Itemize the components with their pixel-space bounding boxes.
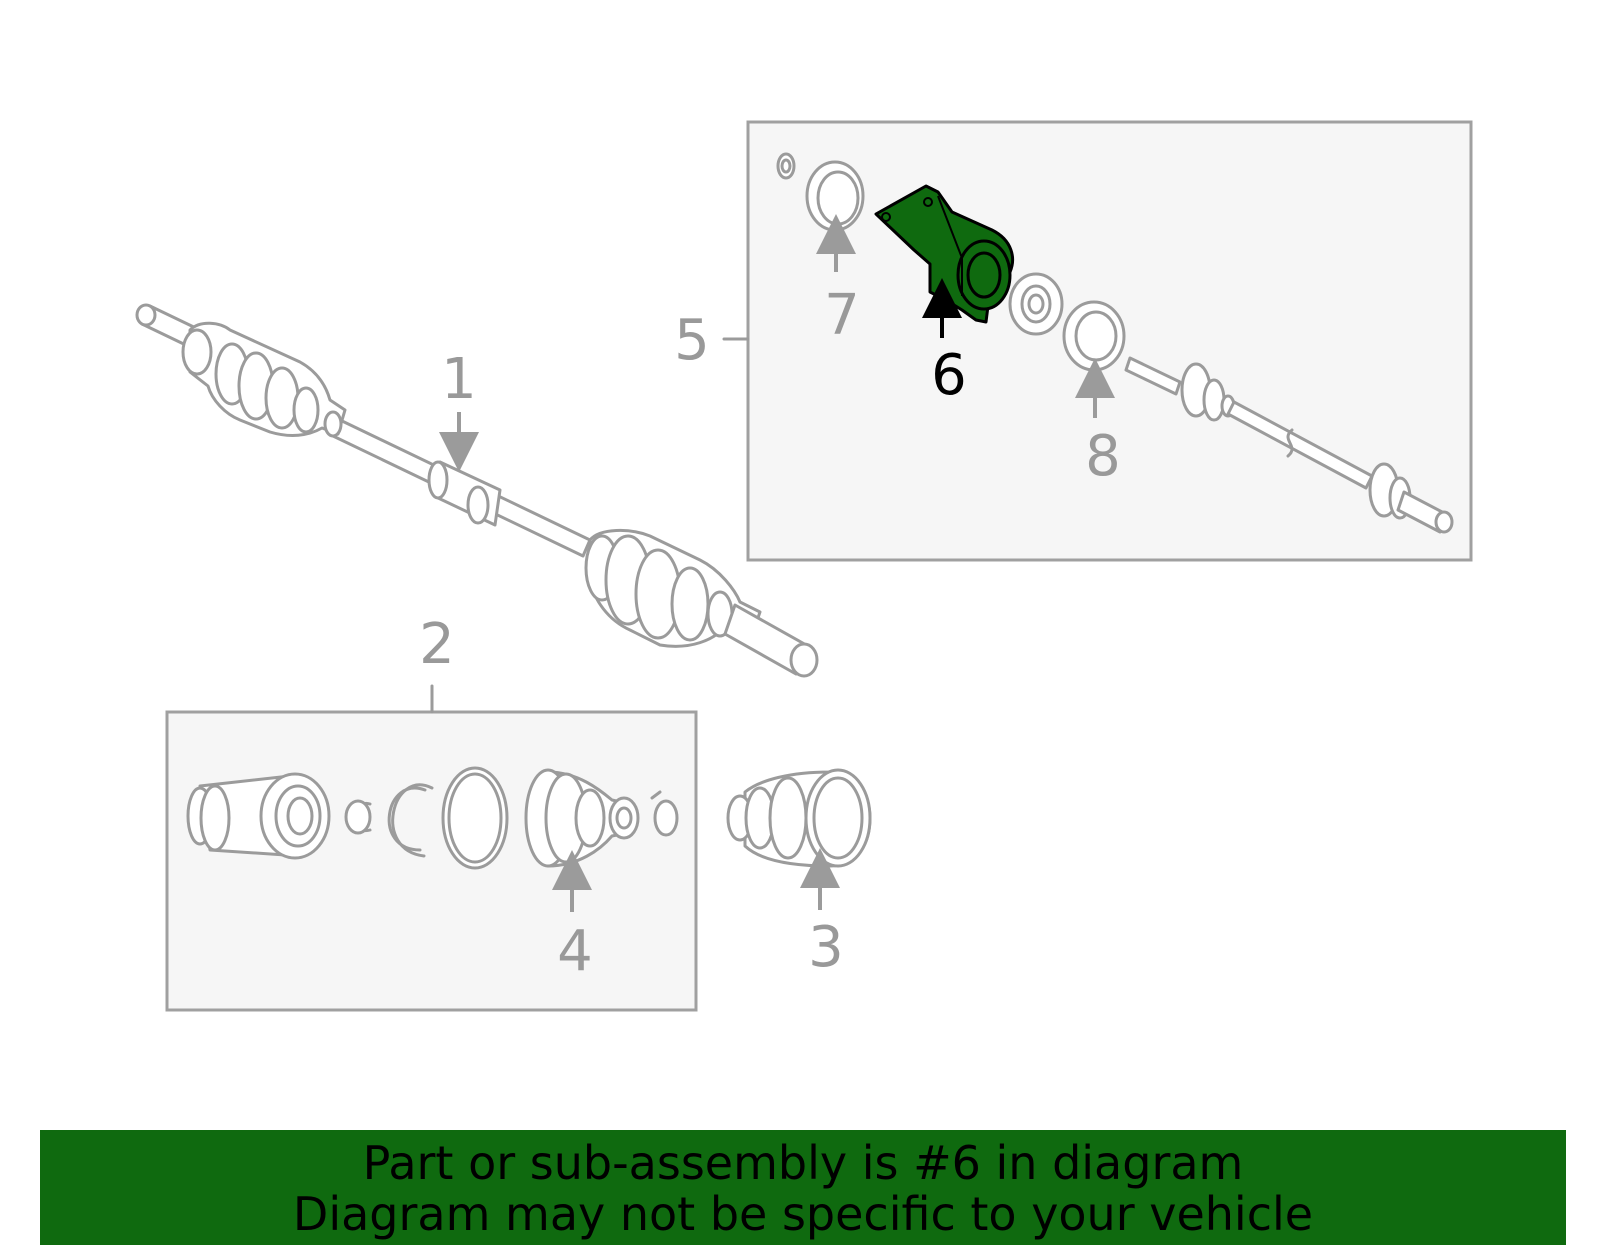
- callout-8: 8: [1085, 424, 1121, 489]
- callout-1: 1: [441, 347, 477, 412]
- banner-line-1: Part or sub-assembly is #6 in diagram: [362, 1136, 1244, 1190]
- callout-7: 7: [824, 283, 860, 348]
- inner-joint-kit: [186, 766, 679, 870]
- drive-shaft-assembly: [135, 303, 819, 678]
- callout-3: 3: [808, 915, 844, 980]
- box-5-parts: [776, 152, 1454, 534]
- info-banner: Part or sub-assembly is #6 in diagram Di…: [40, 1130, 1566, 1245]
- callout-5: 5: [674, 308, 710, 373]
- callout-4: 4: [557, 919, 593, 984]
- subassembly-box-2: [165, 710, 698, 1012]
- callout-2: 2: [419, 612, 455, 677]
- callout-6: 6: [931, 343, 967, 408]
- banner-line-2: Diagram may not be specific to your vehi…: [292, 1187, 1314, 1241]
- boot-part-3: [726, 768, 872, 868]
